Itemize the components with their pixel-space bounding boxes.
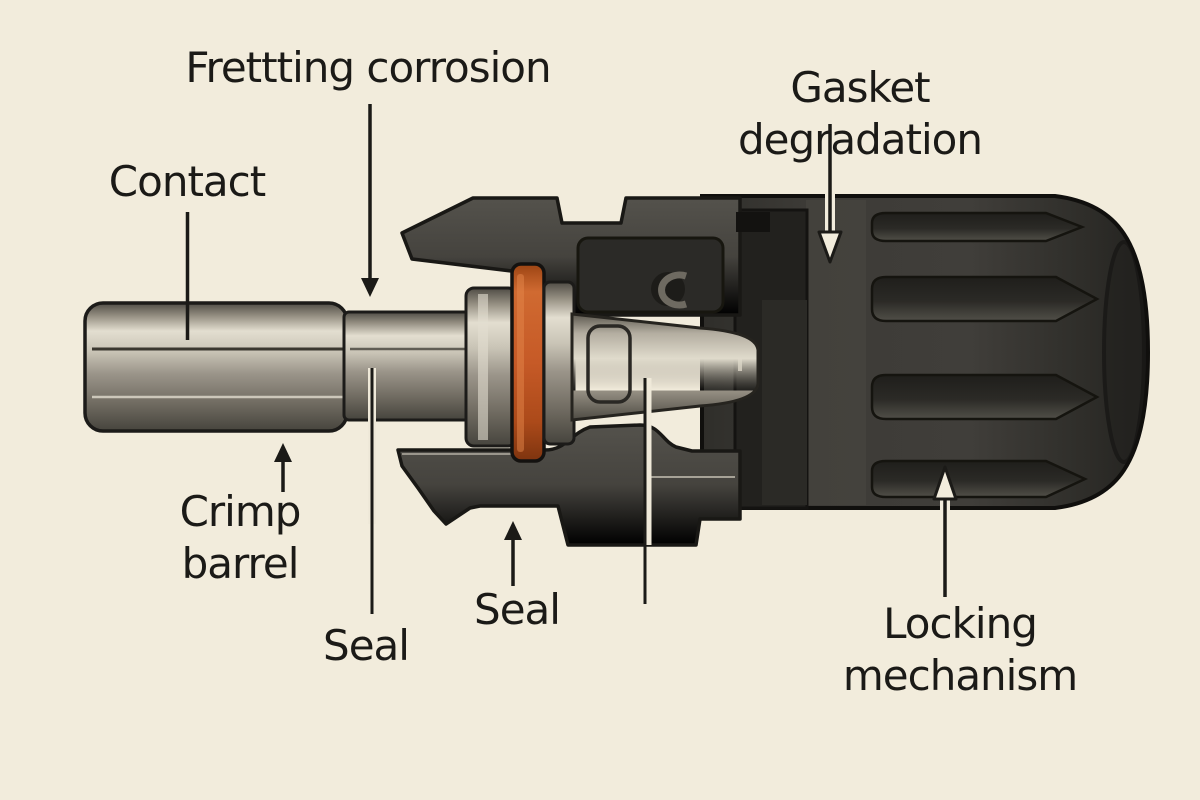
label-seal-left: Seal <box>323 621 410 670</box>
housing-upper-graphic <box>400 196 770 317</box>
label-fretting-corrosion: Frettting corrosion <box>185 43 551 92</box>
label-crimp-barrel: Crimp barrel <box>179 487 302 589</box>
spacer-ring-graphic <box>542 280 576 446</box>
crimp-arrowhead-icon <box>274 443 292 462</box>
label-gasket-degradation: Gasket degradation <box>737 63 983 165</box>
gasket-arrowhead-icon <box>817 230 843 264</box>
interior-cutaway-graphic <box>733 208 809 510</box>
seal-ring-graphic <box>510 262 546 463</box>
inner-pin-graphic <box>570 312 760 422</box>
label-seal-right: Seal <box>474 585 561 634</box>
callout-leaders <box>185 104 958 614</box>
seal-right-arrowhead-icon <box>504 521 522 540</box>
label-contact: Contact <box>108 157 266 206</box>
fretting-arrowhead-icon <box>361 278 379 297</box>
label-locking-mechanism: Locking mechanism <box>842 599 1078 701</box>
contact-pin-graphic <box>83 301 474 433</box>
locking-body-graphic <box>700 194 1151 510</box>
collar-graphic <box>464 286 518 448</box>
locking-arrowhead-icon <box>932 465 958 501</box>
